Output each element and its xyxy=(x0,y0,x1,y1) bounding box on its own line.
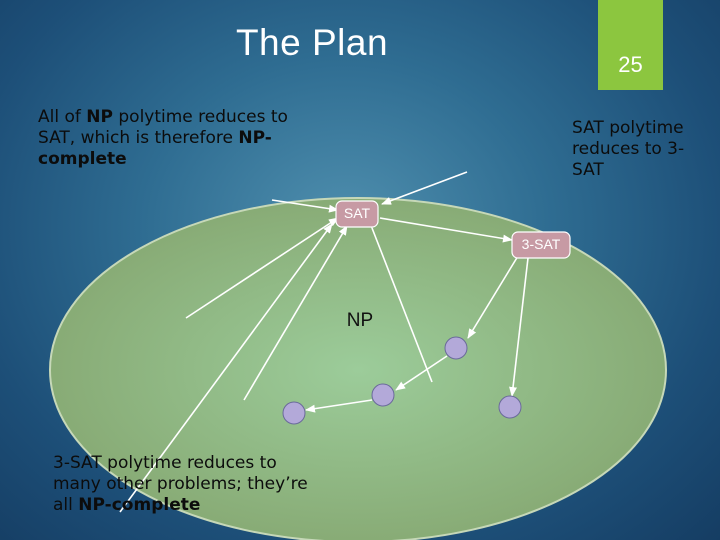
slide-number: 25 xyxy=(618,52,643,77)
sat-node-label: SAT xyxy=(343,205,371,221)
np-label: NP xyxy=(346,310,374,331)
problem-circle xyxy=(444,336,468,360)
sat-node xyxy=(335,200,379,228)
np-ellipse xyxy=(49,197,667,540)
arrow-to-sat xyxy=(365,218,433,383)
sat-reduces-text: SAT polytime reduces to 3-SAT xyxy=(572,118,685,180)
arrow-long-left xyxy=(119,223,333,513)
arrow-to-sat xyxy=(243,225,348,401)
arrow-3sat-to-problem xyxy=(467,255,519,339)
arrow-3sat-to-problem xyxy=(509,257,529,397)
problem-circle xyxy=(282,401,306,425)
slide-title: The Plan xyxy=(235,22,389,63)
problem-circle xyxy=(371,383,395,407)
arrow-from-top-right xyxy=(381,171,468,205)
three-sat-node xyxy=(511,231,571,259)
problem-circle xyxy=(498,395,522,419)
arrow-to-sat xyxy=(185,217,339,319)
arrow-sat-to-3sat xyxy=(379,217,513,243)
arrow-problem-chain xyxy=(305,399,373,413)
three-sat-node-label: 3-SAT xyxy=(521,236,561,252)
arrow-problem-chain xyxy=(395,355,448,391)
three-sat-reduces-text: 3-SAT polytime reduces to many other pro… xyxy=(53,453,308,515)
np-reduces-text: All of NP polytime reduces to SAT, which… xyxy=(38,107,288,169)
arrow-to-sat xyxy=(271,199,339,213)
slide-number-box: 25 xyxy=(598,0,663,90)
